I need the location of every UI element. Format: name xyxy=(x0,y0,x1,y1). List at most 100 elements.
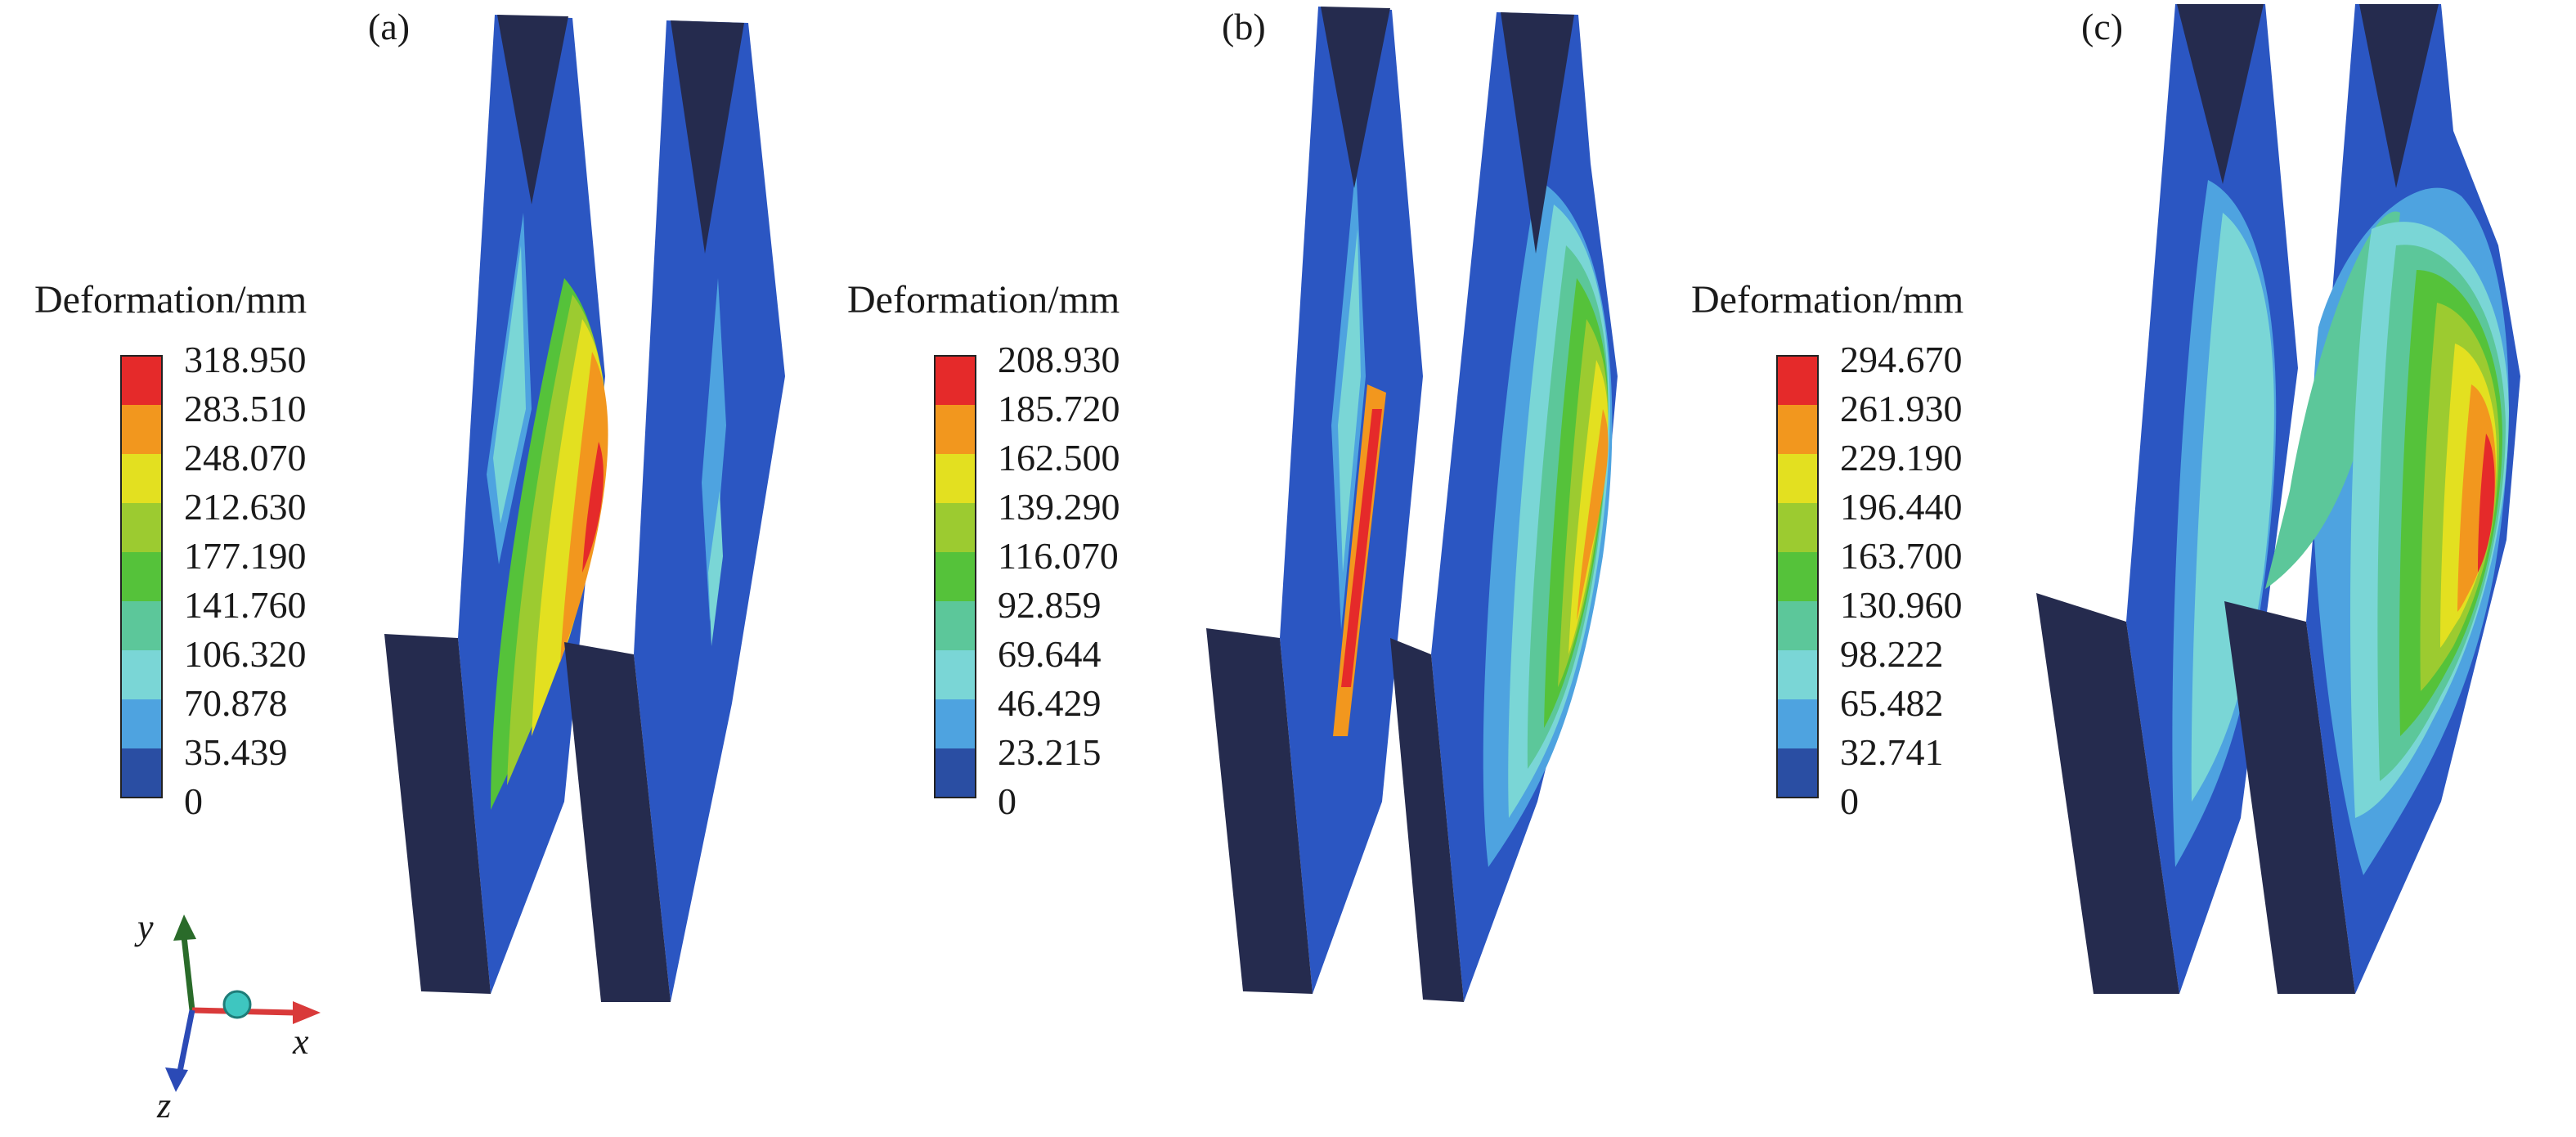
contour-band xyxy=(582,442,604,573)
legend-swatch xyxy=(935,650,976,699)
x-axis-arrow-icon xyxy=(293,1001,321,1024)
legend-value: 65.482 xyxy=(1840,682,1944,724)
contour-band xyxy=(1341,409,1382,687)
legend-swatch xyxy=(1777,601,1818,650)
legend-value: 141.760 xyxy=(184,584,307,626)
legend-values-b: 208.930 185.720 162.500 139.290 116.070 … xyxy=(998,339,1120,822)
legend-swatch xyxy=(121,405,162,454)
legend-value: 162.500 xyxy=(998,437,1120,479)
legend-swatch xyxy=(935,356,976,405)
triad-origin-sphere-icon xyxy=(222,990,252,1019)
legend-swatch xyxy=(935,601,976,650)
legend-bar-a xyxy=(120,355,163,798)
plate-side-face xyxy=(2224,601,2355,994)
plate-top-notch xyxy=(1321,7,1390,188)
legend-value: 212.630 xyxy=(184,486,307,528)
legend-value: 261.930 xyxy=(1840,388,1963,429)
plate-b-left xyxy=(1206,7,1423,994)
legend-value: 92.859 xyxy=(998,584,1102,626)
panel-b: (b) Deformation/mm xyxy=(847,6,1618,1002)
legend-value: 208.930 xyxy=(998,339,1120,380)
legend-swatch xyxy=(1777,405,1818,454)
legend-value: 0 xyxy=(998,780,1016,822)
legend-title-c: Deformation/mm xyxy=(1691,278,1963,321)
legend-swatch xyxy=(121,601,162,650)
plate-c-right xyxy=(2224,4,2520,994)
legend-value: 98.222 xyxy=(1840,633,1944,675)
contour-band xyxy=(708,491,723,646)
legend-value: 0 xyxy=(184,780,203,822)
y-axis-line xyxy=(181,936,195,1011)
legend-title-a: Deformation/mm xyxy=(34,278,307,321)
legend-swatch xyxy=(935,405,976,454)
legend-swatch xyxy=(121,552,162,601)
contour-band xyxy=(2478,434,2495,573)
legend-swatch xyxy=(121,748,162,798)
panel-label-c: (c) xyxy=(2081,6,2123,47)
legend-value: 106.320 xyxy=(184,633,307,675)
legend-swatch xyxy=(121,503,162,552)
legend-b: Deformation/mm 208.930 185.720 162.500 1… xyxy=(847,278,1120,822)
legend-frame xyxy=(934,355,976,798)
legend-title-b: Deformation/mm xyxy=(847,278,1120,321)
legend-value: 185.720 xyxy=(998,388,1120,429)
panel-label-b: (b) xyxy=(1222,6,1266,47)
legend-value: 163.700 xyxy=(1840,535,1963,577)
legend-value: 46.429 xyxy=(998,682,1102,724)
plate-a-right xyxy=(564,20,785,1002)
legend-swatch xyxy=(121,650,162,699)
legend-value: 23.215 xyxy=(998,731,1102,773)
panel-a: (a) Deformation/mm xyxy=(34,6,785,1002)
legend-value: 116.070 xyxy=(998,535,1119,577)
legend-swatch xyxy=(935,454,976,503)
legend-swatch xyxy=(935,748,976,798)
contour-band xyxy=(1568,360,1609,654)
plate-top-notch xyxy=(671,20,744,254)
plate-c-left xyxy=(2036,4,2298,994)
legend-value: 229.190 xyxy=(1840,437,1963,479)
plate-top-notch xyxy=(2359,4,2439,188)
legend-value: 0 xyxy=(1840,780,1859,822)
legend-value: 32.741 xyxy=(1840,731,1944,773)
legend-swatch xyxy=(935,503,976,552)
panel-c: (c) Deformation/mm xyxy=(1691,4,2520,994)
x-axis-label: x xyxy=(292,1022,309,1062)
plate-top-notch xyxy=(497,15,568,204)
z-axis-label: z xyxy=(156,1085,171,1126)
legend-swatch xyxy=(121,356,162,405)
legend-frame xyxy=(1776,355,1819,798)
legend-value: 283.510 xyxy=(184,388,307,429)
contour-band xyxy=(1338,229,1361,573)
legend-value: 130.960 xyxy=(1840,584,1963,626)
contour-band xyxy=(2191,213,2274,802)
plate-side-face xyxy=(384,634,491,994)
legend-swatch xyxy=(1777,454,1818,503)
z-axis-arrow-icon xyxy=(165,1067,188,1092)
legend-a: Deformation/mm 318.950 283.510 248.070 2… xyxy=(34,278,307,822)
legend-value: 318.950 xyxy=(184,339,307,380)
legend-swatch xyxy=(121,454,162,503)
legend-swatch xyxy=(1777,699,1818,748)
legend-value: 69.644 xyxy=(998,633,1102,675)
z-axis-line xyxy=(177,1009,195,1072)
contour-band xyxy=(560,352,608,663)
legend-values-a: 318.950 283.510 248.070 212.630 177.190 … xyxy=(184,339,307,822)
legend-swatch xyxy=(1777,748,1818,798)
legend-value: 177.190 xyxy=(184,535,307,577)
plate-side-face xyxy=(1390,638,1464,1002)
coordinate-triad: y x z xyxy=(134,907,321,1126)
legend-values-c: 294.670 261.930 229.190 196.440 163.700 … xyxy=(1840,339,1963,822)
plate-top-notch xyxy=(2177,4,2264,184)
legend-value: 70.878 xyxy=(184,682,288,724)
legend-value: 248.070 xyxy=(184,437,307,479)
plate-top-notch xyxy=(1501,12,1574,254)
plate-b-right xyxy=(1390,12,1618,1002)
legend-value: 139.290 xyxy=(998,486,1120,528)
contour-band xyxy=(493,245,526,524)
legend-value: 294.670 xyxy=(1840,339,1963,380)
deformation-bulge-a xyxy=(491,278,608,810)
legend-frame xyxy=(120,355,163,798)
legend-value: 35.439 xyxy=(184,731,288,773)
legend-value: 196.440 xyxy=(1840,486,1963,528)
legend-swatch xyxy=(121,699,162,748)
